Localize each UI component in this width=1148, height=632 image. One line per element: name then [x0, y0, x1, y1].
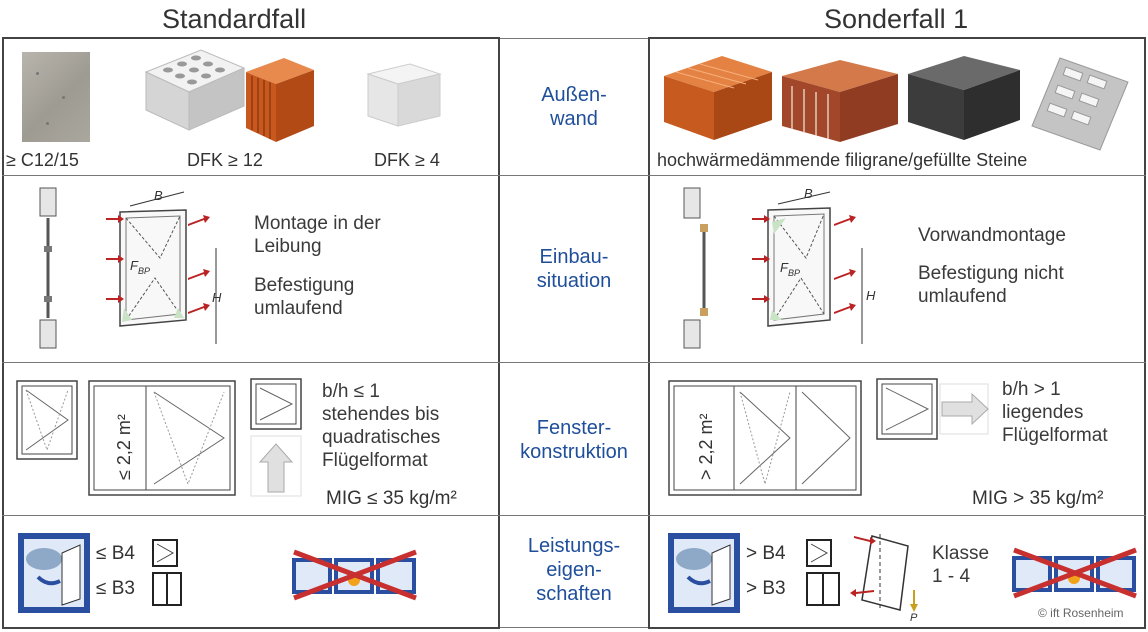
- special-panel: [648, 37, 1146, 629]
- middle-top-line: [500, 38, 648, 39]
- force-f-label-special: F: [780, 260, 789, 275]
- standard-wind-load-icon: [18, 533, 90, 613]
- special-window-large-drawing: > 2,2 m²: [668, 380, 862, 496]
- standard-format-drawing: [250, 378, 302, 497]
- dim-h-label: H: [212, 290, 222, 305]
- load-p-label: P: [910, 612, 918, 624]
- clay-brick-image: [246, 58, 314, 142]
- row-label-wall: Außen-wand: [541, 84, 607, 130]
- force-bp-label-special: BP: [788, 268, 800, 278]
- copyright-label: © ift Rosenheim: [1038, 606, 1124, 620]
- special-b3-window-icon: [806, 572, 840, 606]
- standard-window-small-drawing: [16, 380, 78, 460]
- special-wall-caption: hochwärmedämmende filigrane/gefüllte Ste…: [657, 150, 1028, 170]
- dim-b-label: B: [154, 188, 163, 203]
- special-b4-label: > B4: [746, 543, 786, 564]
- special-install-text-1: Vorwandmontage: [918, 225, 1066, 246]
- standard-area-label: ≤ 2,2 m²: [114, 414, 134, 480]
- header-standard: Standardfall: [162, 4, 307, 34]
- special-excluded-loads-icon: [1012, 547, 1137, 599]
- standard-b3-window-icon: [152, 572, 182, 606]
- standard-window-large-drawing: ≤ 2,2 m²: [88, 380, 236, 496]
- force-bp-label: BP: [138, 266, 150, 276]
- standard-b3-label: ≤ B3: [96, 578, 135, 599]
- special-section-drawing: [683, 187, 708, 349]
- filled-clay-block-image: [782, 60, 898, 142]
- dim-b-label-special: B: [804, 186, 813, 201]
- row-divider-1: [2, 175, 1146, 176]
- special-mig-label: MIG > 35 kg/m²: [972, 488, 1104, 509]
- standard-b4-label: ≤ B4: [96, 543, 135, 564]
- row-divider-3: [2, 515, 1146, 516]
- header-special: Sonderfall 1: [824, 4, 969, 34]
- force-f-label: F: [130, 258, 139, 273]
- standard-b4-window-icon: [152, 539, 178, 567]
- special-b4-window-icon: [806, 539, 832, 567]
- special-area-label: > 2,2 m²: [696, 413, 716, 480]
- special-window-anchors-drawing: B H F BP: [752, 186, 876, 344]
- special-wind-load-icon: [668, 533, 740, 613]
- brick-label: DFK ≥ 12: [187, 150, 263, 170]
- clay-block-image: [664, 56, 772, 140]
- special-deflection-drawing: P: [850, 534, 918, 624]
- aerated-concrete-image: [366, 63, 442, 127]
- standard-panel: [2, 37, 500, 629]
- middle-bottom-line: [500, 627, 648, 628]
- concrete-label: ≥ C12/15: [6, 150, 79, 170]
- special-b3-label: > B3: [746, 578, 786, 599]
- row-label-window: Fenster-konstruktion: [520, 417, 628, 463]
- standard-section-drawing: [39, 187, 57, 349]
- row-divider-2: [2, 362, 1146, 363]
- special-format-drawing: [876, 378, 989, 440]
- row-label-install: Einbau-situation: [536, 246, 612, 292]
- standard-excluded-loads-icon: [292, 549, 417, 601]
- concrete-block-image: [22, 52, 90, 142]
- pumice-block-image: [908, 56, 1020, 140]
- row-label-performance: Leistungs-eigen-schaften: [527, 535, 621, 605]
- dim-h-label-special: H: [866, 288, 876, 303]
- aerated-label: DFK ≥ 4: [374, 150, 440, 170]
- sand-lime-brick-image: [144, 49, 246, 131]
- standard-window-anchors-drawing: B H F BP: [106, 188, 222, 344]
- insulated-block-image: [1031, 57, 1129, 151]
- standard-mig-label: MIG ≤ 35 kg/m²: [326, 488, 457, 509]
